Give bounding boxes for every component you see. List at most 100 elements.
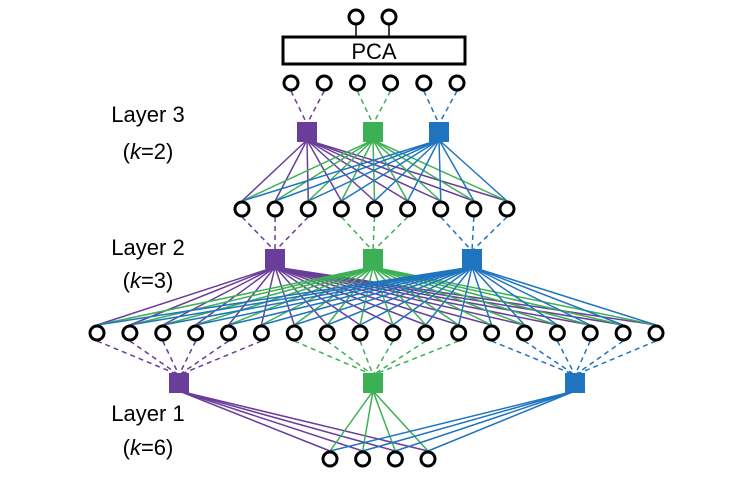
- layer3-blue-filter-line: [438, 139, 442, 202]
- layer2-blue-filter-line: [162, 266, 473, 326]
- pca-output-node-1: [347, 8, 365, 26]
- layer2-input-node-3: [154, 324, 172, 342]
- layer2-blue-filter-line: [326, 266, 473, 326]
- pca-input-node-3: [348, 74, 366, 92]
- layer2-input-node-4: [187, 324, 205, 342]
- layer1-purple-pooling-line: [162, 340, 180, 376]
- layer2-blue-filter-line: [471, 266, 526, 326]
- layer2-input-node-18: [647, 324, 665, 342]
- layer1-input-node-3: [386, 450, 404, 468]
- layer1-title: Layer 1: [111, 401, 184, 426]
- layer2-blue-pooling-line: [440, 216, 473, 252]
- layer3-input-node-7: [432, 200, 450, 218]
- layer2-purple-filter-line: [162, 266, 276, 326]
- layer1-blue-pooling-line: [491, 340, 576, 376]
- layer3-purple-filter-line: [274, 139, 308, 202]
- layer1-blue-filter-line: [395, 390, 576, 452]
- layer2-input-node-15: [548, 324, 566, 342]
- layer1-purple-filter-line: [178, 390, 331, 452]
- layer1-input-node-1: [321, 450, 339, 468]
- layer1-purple-filter-node: [169, 373, 189, 393]
- layer2-blue-filter-line: [457, 266, 473, 326]
- layer2-blue-filter-line: [392, 266, 473, 326]
- layer1-green-pooling-line: [372, 340, 394, 376]
- layer1-blue-filter-node: [565, 373, 585, 393]
- layer3-input-node-9: [498, 200, 516, 218]
- layer1-purple-pooling-line: [178, 340, 229, 376]
- layer2-blue-filter-line: [96, 266, 473, 326]
- layer2-input-node-8: [318, 324, 336, 342]
- layer1-green-pooling-line: [293, 340, 374, 376]
- layer2-purple-pooling-line: [241, 216, 276, 252]
- layer1-blue-filter-line: [427, 390, 576, 452]
- layer2-input-node-5: [220, 324, 238, 342]
- layer2-green-pooling-line: [372, 216, 409, 252]
- layer2-k: (k=3): [123, 268, 174, 293]
- layer2-blue-filter-line: [471, 266, 558, 326]
- layer3-purple-filter-node: [297, 122, 317, 142]
- layer1-k: (k=6): [123, 435, 174, 460]
- filter-nodes: [169, 122, 585, 393]
- layer1-blue-pooling-line: [524, 340, 576, 376]
- layer2-blue-filter-node: [462, 249, 482, 269]
- layer3-blue-filter-line: [274, 139, 440, 202]
- layer2-blue-filter-line: [228, 266, 473, 326]
- layer1-green-filter-line: [329, 390, 374, 452]
- layer2-blue-filter-line: [471, 266, 624, 326]
- layer1-purple-filter-line: [178, 390, 429, 452]
- layer3-input-node-5: [366, 200, 383, 218]
- layer3-purple-pooling-line: [306, 90, 325, 125]
- layer2-green-filter-node: [363, 249, 383, 269]
- layer2-blue-filter-line: [471, 266, 657, 326]
- layer2-input-node-17: [614, 324, 632, 342]
- layer2-blue-pooling-line: [471, 216, 475, 252]
- layer2-purple-filter-line: [96, 266, 276, 326]
- layer2-input-node-16: [581, 324, 599, 342]
- layer2-input-node-12: [450, 324, 468, 342]
- layer3-input-node-2: [266, 200, 284, 218]
- layer2-blue-filter-line: [471, 266, 591, 326]
- layer2-input-node-11: [417, 324, 435, 342]
- layer3-input-node-1: [233, 200, 251, 218]
- connection-lines: [96, 25, 657, 452]
- layer2-blue-filter-line: [471, 266, 493, 326]
- layer3-blue-filter-line: [438, 139, 508, 202]
- layer3-purple-filter-line: [241, 139, 308, 202]
- layer1-green-pooling-line: [372, 340, 459, 376]
- layer2-purple-filter-node: [265, 249, 285, 269]
- layer1-green-filter-line: [372, 390, 397, 452]
- layer1-purple-pooling-line: [96, 340, 180, 376]
- layer3-input-node-4: [332, 200, 350, 218]
- layer2-blue-filter-line: [359, 266, 473, 326]
- layer1-input-node-4: [419, 450, 437, 468]
- layer2-input-node-10: [384, 324, 402, 342]
- layer3-blue-filter-line: [340, 139, 440, 202]
- layer2-purple-pooling-line: [274, 216, 309, 252]
- layer3-green-filter-node: [363, 122, 383, 142]
- layer1-blue-pooling-line: [574, 340, 624, 376]
- layer2-title: Layer 2: [111, 235, 184, 260]
- layer3-green-filter-line: [241, 139, 374, 202]
- layer3-green-filter-line: [274, 139, 374, 202]
- pca-input-node-2: [315, 74, 333, 92]
- layer2-input-node-14: [515, 324, 533, 342]
- layer3-blue-filter-line: [307, 139, 440, 202]
- layer3-input-node-3: [299, 200, 317, 218]
- layer2-blue-filter-line: [129, 266, 473, 326]
- layer2-input-node-6: [252, 324, 270, 342]
- layer3-blue-filter-node: [429, 122, 449, 142]
- layer1-green-pooling-line: [326, 340, 374, 376]
- layer3-blue-filter-line: [438, 139, 475, 202]
- layer2-blue-filter-line: [294, 266, 473, 326]
- layer3-input-node-8: [465, 200, 483, 218]
- layer2-green-filter-line: [162, 266, 374, 326]
- layer1-blue-filter-line: [362, 390, 576, 452]
- layer1-purple-filter-line: [178, 390, 363, 452]
- layer3-blue-pooling-line: [423, 90, 440, 125]
- pca-label: PCA: [351, 39, 397, 64]
- layer1-green-filter-line: [372, 390, 429, 452]
- layer2-blue-filter-line: [195, 266, 473, 326]
- layer2-green-filter-line: [96, 266, 374, 326]
- layer1-green-filter-line: [361, 390, 374, 452]
